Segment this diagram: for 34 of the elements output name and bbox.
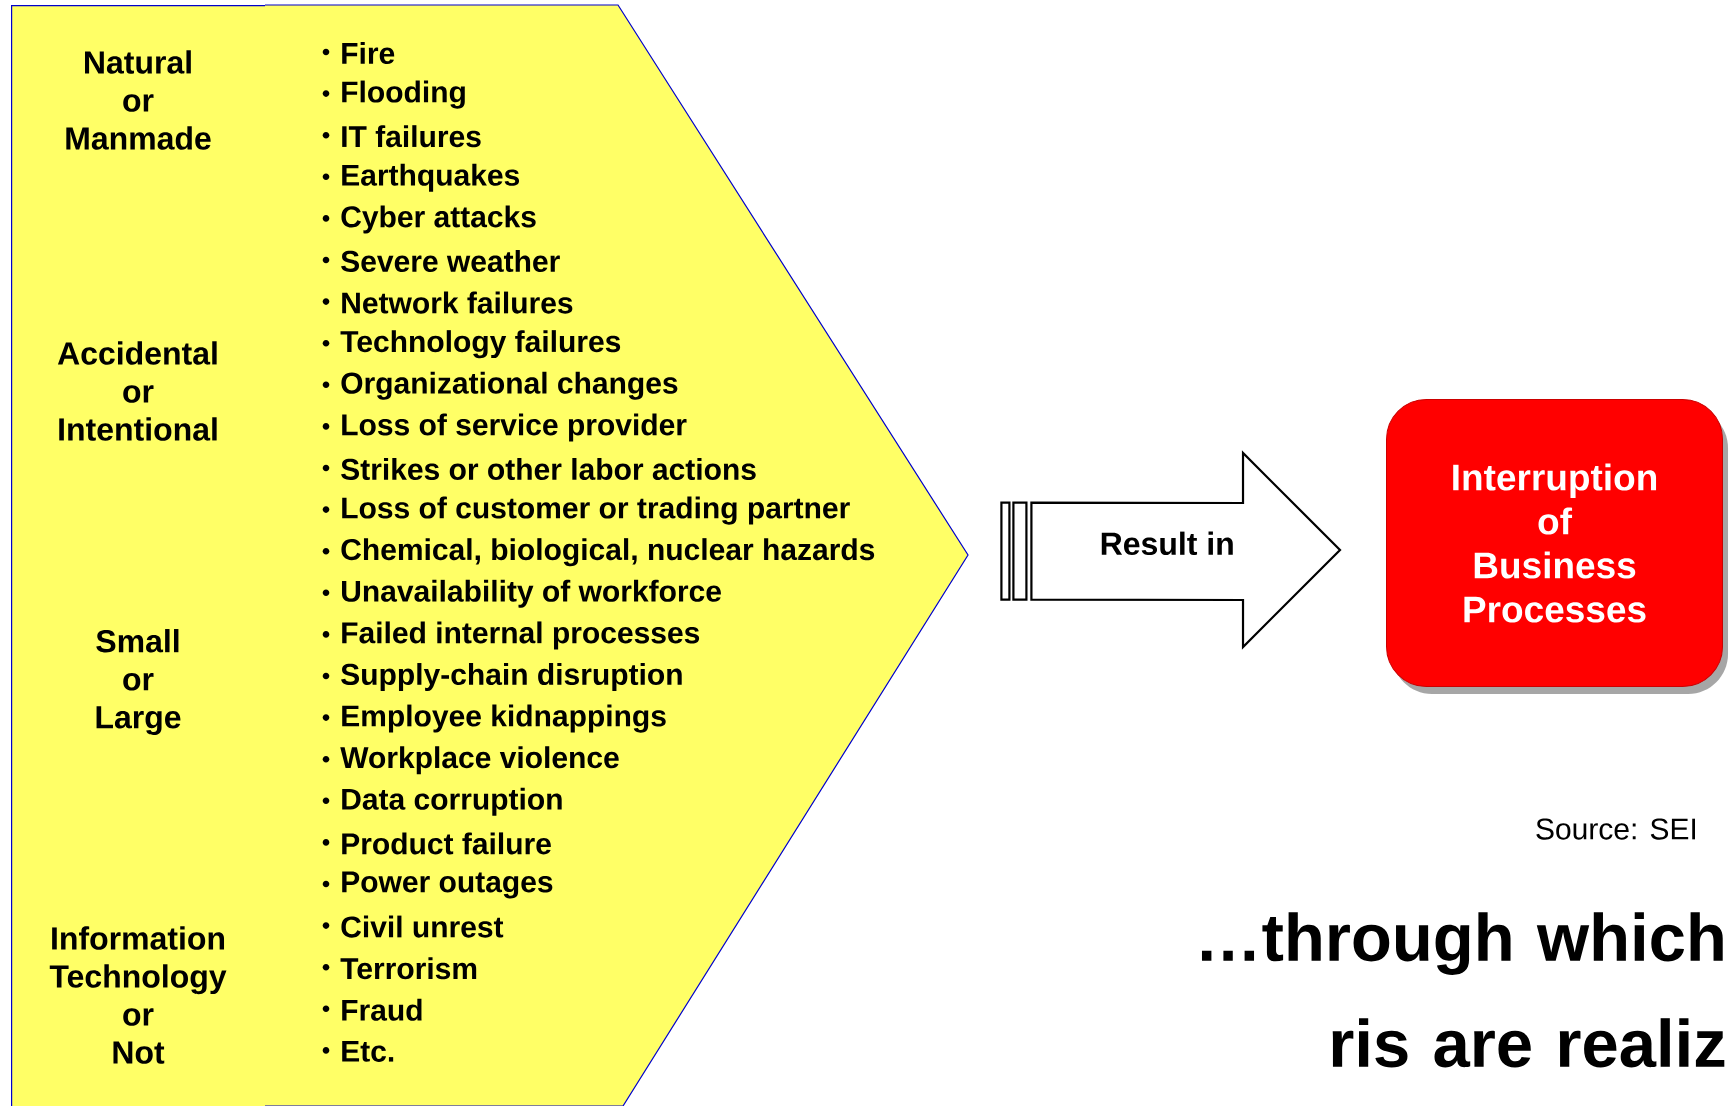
category-label: Information Technology or Not <box>49 926 227 1064</box>
bullet-item: Employee kidnappings <box>322 704 666 733</box>
category-label: Small or Large <box>96 629 181 735</box>
category-label: Accidental or Intentional <box>57 341 217 441</box>
bullet-item: Network failures <box>322 291 573 314</box>
bullet-item: Etc. <box>322 1040 394 1062</box>
bullet-item: Technology failures <box>322 330 621 359</box>
category-label: Natural or Manmade <box>66 50 211 150</box>
bullet-item: Power outages <box>322 871 553 899</box>
bullet-item: Chemical, biological, nuclear hazards <box>322 538 875 567</box>
bullet-item: Earthquakes <box>322 163 520 192</box>
bullet-item: IT failures <box>322 125 481 148</box>
bullet-item: Cyber attacks <box>322 205 536 234</box>
bullet-item: Loss of customer or trading partner <box>322 496 850 525</box>
bullet-item: Severe weather <box>322 250 560 273</box>
bullet-item: Fraud <box>322 998 422 1021</box>
bullet-item: Civil unrest <box>322 915 504 938</box>
bullet-item: Data corruption <box>322 787 562 816</box>
bullet-item: Unavailability of workforce <box>322 579 721 608</box>
bullet-item: Workplace violence <box>322 746 619 775</box>
edge-label: Result in <box>1101 531 1233 556</box>
source-note: Source: SEI <box>1536 818 1696 840</box>
bullet-item: Product failure <box>322 832 551 855</box>
block-arrow <box>1000 450 1342 650</box>
bullet-item: Fire <box>322 42 395 64</box>
bullet-item: Strikes or other labor actions <box>322 458 756 481</box>
bullet-item: Flooding <box>322 80 465 109</box>
bullet-item: Terrorism <box>322 957 477 980</box>
bullet-item: Loss of service provider <box>322 413 687 442</box>
headline: …through which ris are realiz <box>1202 912 1725 1068</box>
process-box: Interruption of Business Processes <box>1386 399 1728 694</box>
bullet-item: Organizational changes <box>322 371 678 400</box>
bullet-item: Failed internal processes <box>322 621 700 650</box>
bullet-item: Supply-chain disruption <box>322 663 682 691</box>
